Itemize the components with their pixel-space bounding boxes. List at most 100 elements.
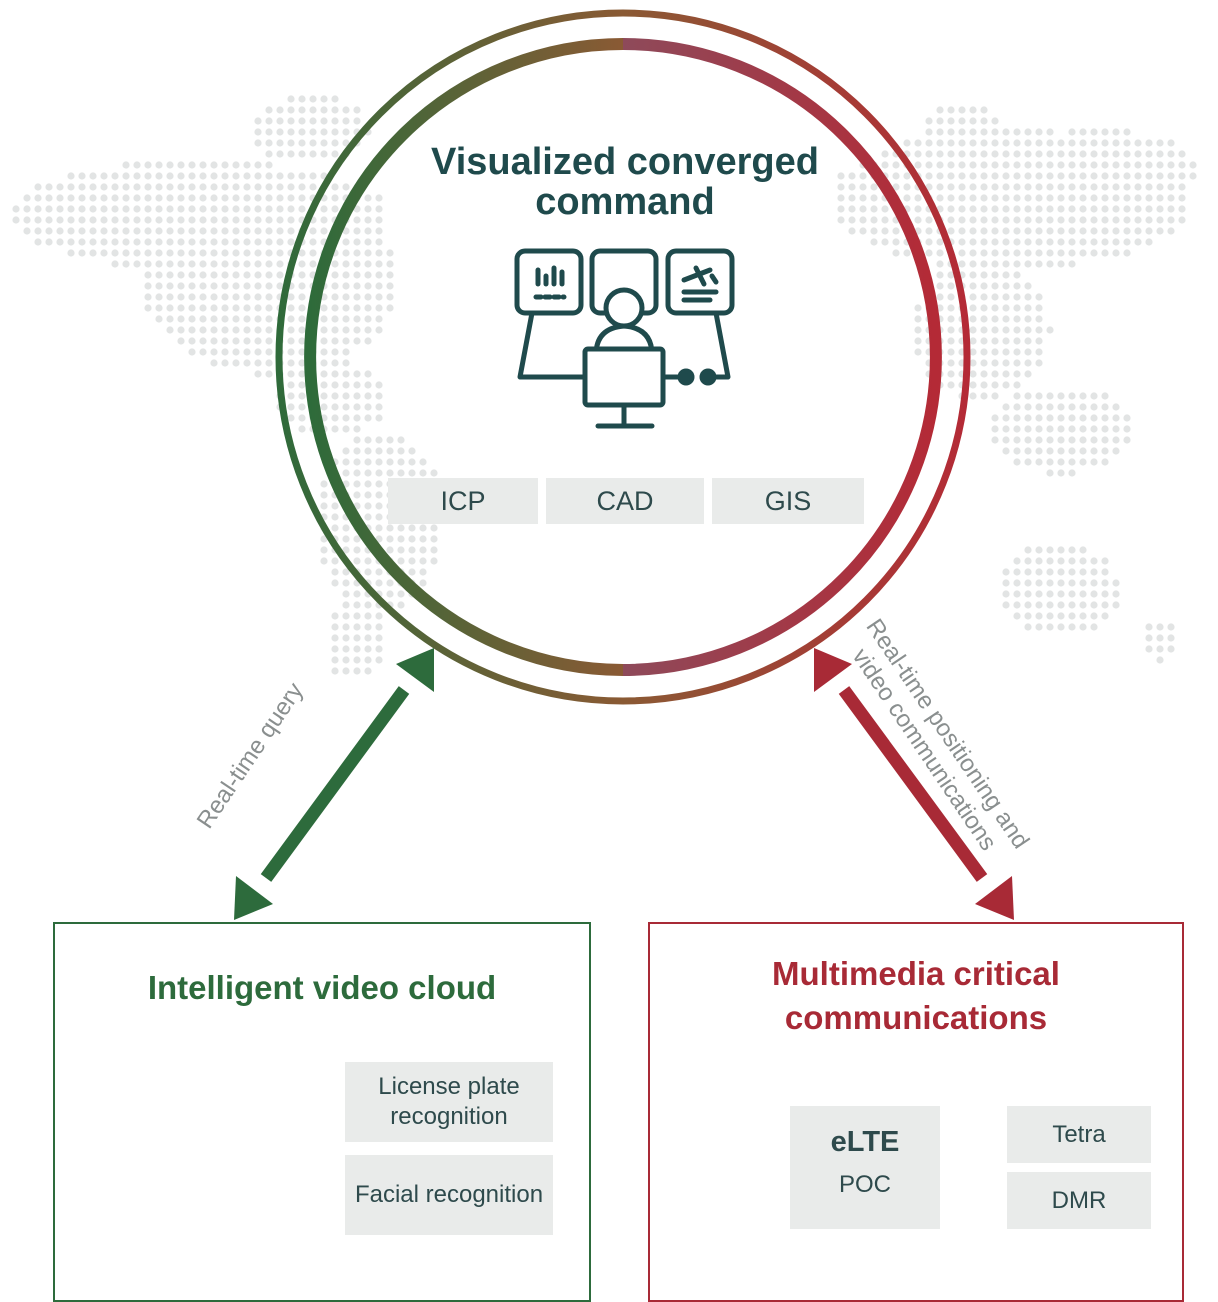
map-dot (100, 172, 108, 180)
map-dot (980, 293, 988, 301)
map-dot (980, 172, 988, 180)
map-dot (1002, 359, 1010, 367)
map-dot (199, 282, 207, 290)
map-dot (1013, 282, 1021, 290)
map-dot (331, 326, 339, 334)
map-dot (298, 205, 306, 213)
map-dot (1035, 161, 1043, 169)
map-dot (342, 117, 350, 125)
map-dot (298, 304, 306, 312)
map-dot (1145, 161, 1153, 169)
map-dot (89, 249, 97, 257)
map-dot (1057, 205, 1065, 213)
map-dot (199, 337, 207, 345)
map-dot (1090, 205, 1098, 213)
map-dot (243, 271, 251, 279)
map-dot (144, 194, 152, 202)
video-cloud-title: Intelligent video cloud (147, 969, 497, 1006)
map-dot (1035, 337, 1043, 345)
map-dot (991, 194, 999, 202)
map-dot (1002, 249, 1010, 257)
map-dot (254, 304, 262, 312)
map-dot (144, 216, 152, 224)
map-dot (331, 623, 339, 631)
map-dot (958, 128, 966, 136)
map-dot (408, 447, 416, 455)
map-dot (1145, 194, 1153, 202)
map-dot (936, 260, 944, 268)
map-dot (122, 172, 130, 180)
map-dot (232, 194, 240, 202)
map-dot (1123, 150, 1131, 158)
map-dot (56, 183, 64, 191)
map-dot (221, 304, 229, 312)
map-dot (12, 216, 20, 224)
map-dot (133, 238, 141, 246)
map-dot (265, 150, 273, 158)
map-dot (1024, 249, 1032, 257)
map-dot (331, 315, 339, 323)
map-dot (925, 249, 933, 257)
map-dot (353, 623, 361, 631)
map-dot (991, 260, 999, 268)
map-dot (353, 282, 361, 290)
map-dot (287, 205, 295, 213)
map-dot (287, 150, 295, 158)
map-dot (298, 106, 306, 114)
map-dot (232, 249, 240, 257)
map-dot (1068, 139, 1076, 147)
map-dot (958, 117, 966, 125)
map-dot (298, 249, 306, 257)
map-dot (1002, 194, 1010, 202)
map-dot (1013, 205, 1021, 213)
map-dot (1112, 425, 1120, 433)
map-dot (1035, 425, 1043, 433)
map-dot (914, 194, 922, 202)
tag-cad: CAD (546, 478, 704, 524)
map-dot (1046, 546, 1054, 554)
map-dot (243, 205, 251, 213)
map-dot (386, 579, 394, 587)
map-dot (1090, 150, 1098, 158)
map-dot (221, 271, 229, 279)
map-dot (320, 315, 328, 323)
map-dot (166, 260, 174, 268)
map-dot (1013, 150, 1021, 158)
map-dot (342, 425, 350, 433)
map-dot (969, 238, 977, 246)
map-dot (881, 205, 889, 213)
map-dot (353, 337, 361, 345)
map-dot (100, 216, 108, 224)
map-dot (144, 205, 152, 213)
map-dot (1035, 227, 1043, 235)
map-dot (144, 238, 152, 246)
map-dot (386, 535, 394, 543)
map-dot (1134, 161, 1142, 169)
map-dot (1090, 612, 1098, 620)
map-dot (1057, 260, 1065, 268)
map-dot (1068, 194, 1076, 202)
map-dot (199, 183, 207, 191)
map-dot (232, 304, 240, 312)
map-dot (56, 205, 64, 213)
map-dot (980, 139, 988, 147)
map-dot (1090, 579, 1098, 587)
map-dot (375, 260, 383, 268)
map-dot (144, 183, 152, 191)
map-dot (375, 513, 383, 521)
map-dot (375, 315, 383, 323)
map-dot (265, 282, 273, 290)
map-dot (1013, 194, 1021, 202)
map-dot (210, 216, 218, 224)
map-dot (122, 249, 130, 257)
map-dot (386, 546, 394, 554)
map-dot (342, 227, 350, 235)
map-dot (1024, 150, 1032, 158)
map-dot (375, 216, 383, 224)
map-dot (1068, 458, 1076, 466)
map-dot (980, 128, 988, 136)
map-dot (298, 271, 306, 279)
map-dot (1101, 425, 1109, 433)
map-dot (1156, 623, 1164, 631)
map-dot (1035, 216, 1043, 224)
